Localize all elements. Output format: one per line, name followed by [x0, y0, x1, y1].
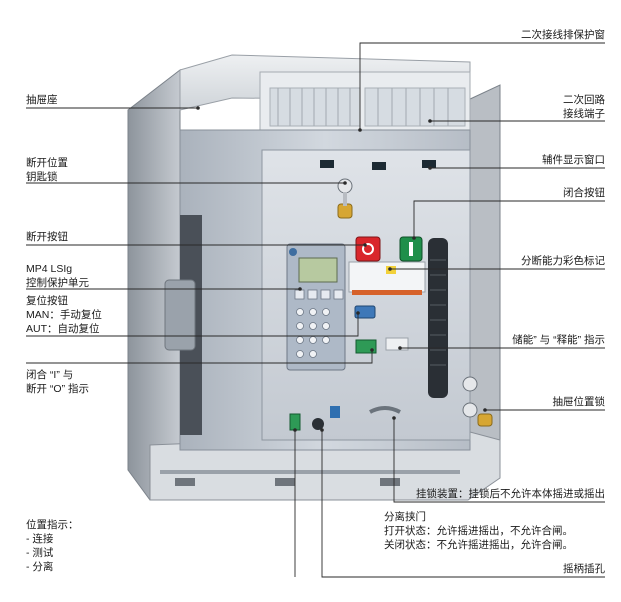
brand-strip [352, 290, 422, 295]
label-line: 二次回路 [563, 94, 605, 106]
shutter-slider [330, 406, 340, 418]
padlock-device [369, 406, 401, 414]
control-unit-panel [286, 243, 346, 371]
label-interlock: 挂锁装置：挂锁后不允许本体摇进或摇出 [416, 488, 605, 500]
label-line: 分离挟门 [384, 511, 426, 523]
label-drawer-position-lock: 抽屉位置锁 [552, 396, 606, 408]
label-line: 控制保护单元 [26, 277, 89, 289]
label-line: 打开状态：允许摇进摇出，不允许合闸。 [384, 525, 573, 537]
label-aux-display-window: 辅件显示窗口 [542, 154, 605, 166]
label-line: MAN：手动复位 [26, 309, 102, 321]
list-item: - 测试 [26, 547, 54, 559]
label-reset-button: 复位按钮 MAN：手动复位 AUT：自动复位 [26, 294, 102, 336]
charge-indicator [385, 337, 409, 351]
label-charge-indicator: 储能” 与 “释能” 指示 [512, 334, 605, 346]
label-off-button: 断开按钮 [26, 231, 68, 243]
label-line: 钥匙锁 [26, 171, 58, 183]
label-line: AUT：自动复位 [26, 323, 100, 335]
label-on-off-indicator: 闭合 “I” 与 断开 “O” 指示 [26, 368, 89, 396]
label-line: 闭合 “I” 与 [26, 369, 74, 381]
list-item: - 分离 [26, 561, 54, 573]
secondary-terminal-block [179, 54, 471, 131]
label-breaking-capacity-mark: 分断能力彩色标记 [521, 255, 605, 267]
charging-handle [428, 238, 448, 398]
label-shutter: 分离挟门 打开状态：允许摇进摇出，不允许合闸。 关闭状态：不允许摇进摇出，允许合… [384, 510, 573, 552]
label-line: 关闭状态：不允许摇进摇出，允许合闸。 [384, 539, 573, 551]
label-off-position-lock: 断开位置 钥匙锁 [26, 156, 68, 184]
label-line: 断开 “O” 指示 [26, 383, 89, 395]
list-item: - 连接 [26, 533, 54, 545]
off-button [355, 236, 381, 262]
label-title: 位置指示： [26, 519, 79, 531]
label-secondary-wiring-window: 二次接线排保护窗 [521, 29, 605, 41]
crank-hole [312, 418, 324, 430]
key-lock [337, 178, 353, 219]
label-line: MP4 LSIg [26, 263, 73, 275]
on-button [399, 236, 423, 262]
drawer-position-lock [462, 376, 493, 427]
label-close-button: 闭合按钮 [563, 187, 605, 199]
label-line: 断开位置 [26, 157, 68, 169]
label-secondary-terminals: 二次回路 接线端子 [563, 93, 605, 121]
label-line: 接线端子 [563, 108, 605, 120]
label-position-indicator: 位置指示： - 连接 - 测试 - 分离 [26, 518, 79, 574]
label-drawer-base: 抽屉座 [26, 94, 58, 106]
label-control-unit: MP4 LSIg 控制保护单元 [26, 262, 89, 290]
position-list: - 连接 - 测试 - 分离 [26, 532, 79, 574]
label-line: 复位按钮 [26, 295, 68, 307]
label-crank-hole: 摇柄插孔 [563, 563, 605, 575]
reset-button [354, 305, 376, 319]
